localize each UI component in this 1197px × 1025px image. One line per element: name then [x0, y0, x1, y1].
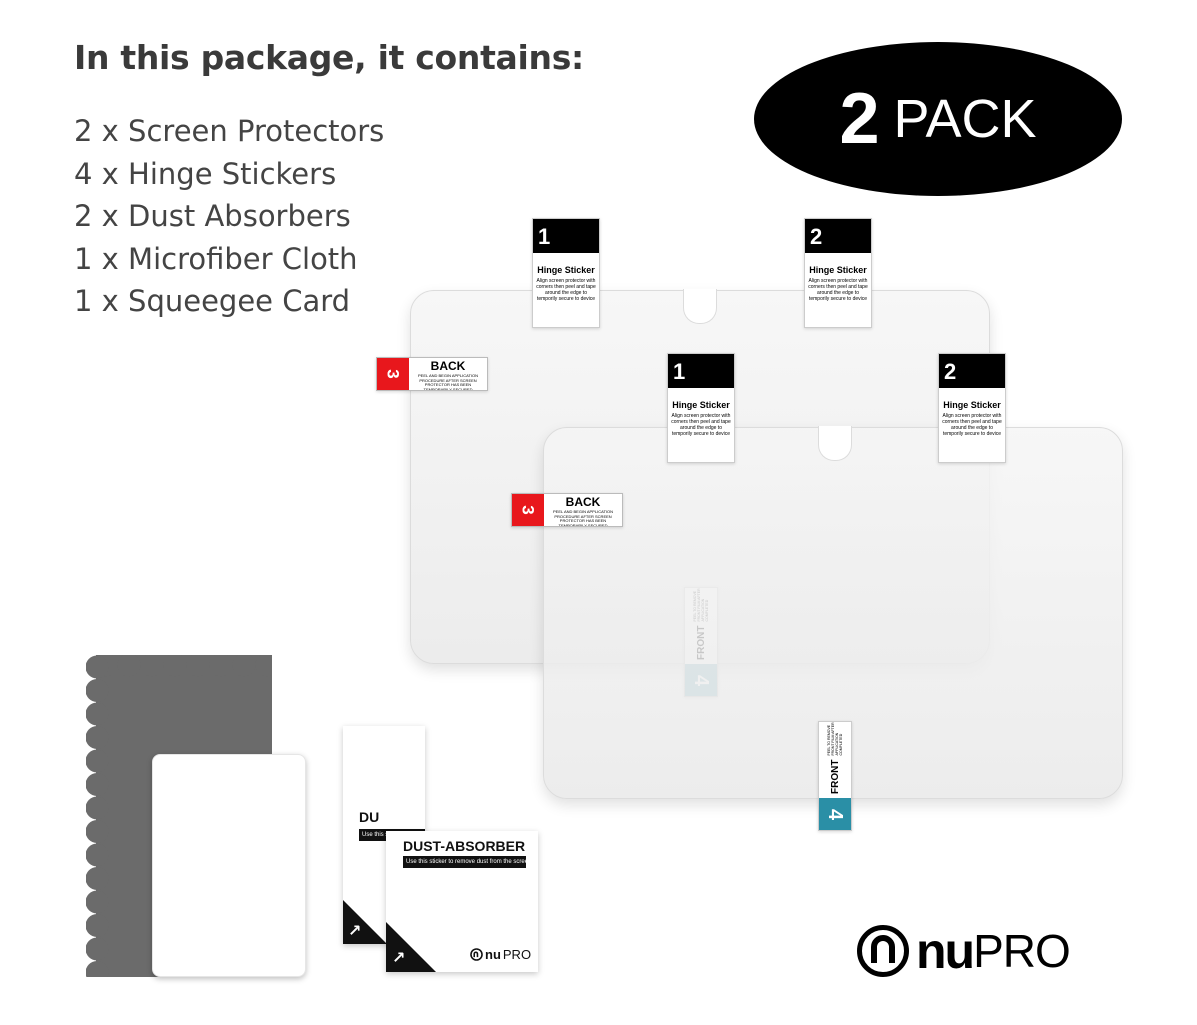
cloth-scallop [186, 655, 210, 677]
cloth-scallop [86, 914, 109, 937]
sticker-number: 1 [668, 354, 734, 388]
back-sticker-desc: PEEL AND BEGIN APPLICATION PROCEDURE AFT… [552, 509, 614, 527]
back-sticker-1: 3 BACK PEEL AND BEGIN APPLICATION PROCED… [376, 357, 488, 391]
dust-absorber-title: DU [359, 809, 380, 825]
dust-absorber-title: DUST-ABSORBER [403, 838, 526, 854]
mini-brand-pro: PRO [502, 947, 532, 962]
front-sticker-number: 4 [819, 798, 851, 830]
list-item: 2 x Dust Absorbers [74, 199, 351, 233]
cloth-scallop [86, 843, 109, 867]
sticker-desc: Align screen protector with corners then… [942, 413, 1002, 437]
cloth-scallop [86, 749, 109, 773]
brand-nu: nu [916, 923, 975, 979]
sticker-number: 2 [939, 354, 1005, 388]
sticker-desc: Align screen protector with corners then… [808, 278, 868, 302]
hinge-sticker-2: 2 Hinge Sticker Align screen protector w… [804, 218, 872, 328]
pack-badge: 2 PACK [754, 42, 1122, 196]
cloth-scallop [86, 890, 109, 914]
package-heading: In this package, it contains: [74, 38, 584, 77]
front-sticker-desc: PEEL TO REMOVE FRONT FILM AFTER APPLICAT… [827, 722, 843, 756]
cloth-scallop [86, 726, 109, 749]
hinge-sticker-2: 2 Hinge Sticker Align screen protector w… [938, 353, 1006, 463]
cloth-scallop [86, 679, 109, 702]
cloth-scallop [140, 655, 164, 677]
corner-tab [386, 922, 436, 972]
sticker-desc: Align screen protector with corners then… [536, 278, 596, 302]
sticker-title: Hinge Sticker [943, 400, 1001, 410]
front-sticker-title: FRONT [829, 759, 841, 794]
hinge-sticker-1: 1 Hinge Sticker Align screen protector w… [532, 218, 600, 328]
sticker-title: Hinge Sticker [537, 265, 595, 275]
sticker-number: 1 [533, 219, 599, 253]
cloth-scallop [232, 655, 256, 677]
cloth-scallop [86, 773, 109, 796]
pack-label: PACK [893, 89, 1037, 149]
hinge-sticker-1: 1 Hinge Sticker Align screen protector w… [667, 353, 735, 463]
sticker-desc: Align screen protector with corners then… [671, 413, 731, 437]
sticker-number: 2 [805, 219, 871, 253]
squeegee-card [152, 754, 306, 977]
back-sticker-desc: PEEL AND BEGIN APPLICATION PROCEDURE AFT… [417, 373, 479, 391]
cloth-scallop [86, 796, 109, 820]
sticker-title: Hinge Sticker [672, 400, 730, 410]
corner-tab [343, 900, 387, 944]
arrow-icon: ↗ [348, 921, 362, 940]
list-item: 1 x Squeegee Card [74, 284, 351, 318]
list-item: 2 x Screen Protectors [74, 114, 385, 148]
back-sticker-number: 3 [377, 358, 409, 390]
camera-notch [818, 426, 852, 461]
back-sticker-number: 3 [512, 494, 544, 526]
cloth-scallop [86, 867, 109, 890]
mini-brand-nu: nu [485, 947, 501, 962]
dust-absorber-1: DUST-ABSORBER Use this sticker to remove… [386, 831, 538, 972]
cloth-scallop [86, 937, 109, 961]
cloth-scallop [117, 655, 141, 677]
cloth-scallop [86, 961, 109, 977]
cloth-scallop [209, 655, 233, 677]
dust-absorber-instruction: Use this sticker to remove dust from the… [403, 856, 526, 868]
back-sticker-2: 3 BACK PEEL AND BEGIN APPLICATION PROCED… [511, 493, 623, 527]
list-item: 4 x Hinge Stickers [74, 156, 337, 191]
brand-pro: PRO [973, 925, 1071, 977]
list-item: 1 x Microfiber Cloth [74, 241, 358, 276]
arrow-icon: ↗ [392, 948, 406, 967]
cloth-scallop [86, 702, 109, 726]
cloth-scallop [86, 655, 109, 679]
contents-list: 2 x Screen Protectors 4 x Hinge Stickers… [74, 110, 384, 323]
cloth-scallop [86, 820, 109, 843]
pack-quantity: 2 [839, 79, 880, 159]
sticker-title: Hinge Sticker [809, 265, 867, 275]
cloth-scallop [255, 655, 272, 677]
nupro-logo-icon [857, 925, 909, 977]
back-sticker-title: BACK [565, 495, 601, 509]
nupro-logo-icon [470, 948, 483, 961]
camera-notch [683, 289, 717, 324]
cloth-scallop [163, 655, 187, 677]
front-sticker-2: FRONT PEEL TO REMOVE FRONT FILM AFTER AP… [818, 721, 852, 831]
back-sticker-title: BACK [430, 359, 466, 373]
